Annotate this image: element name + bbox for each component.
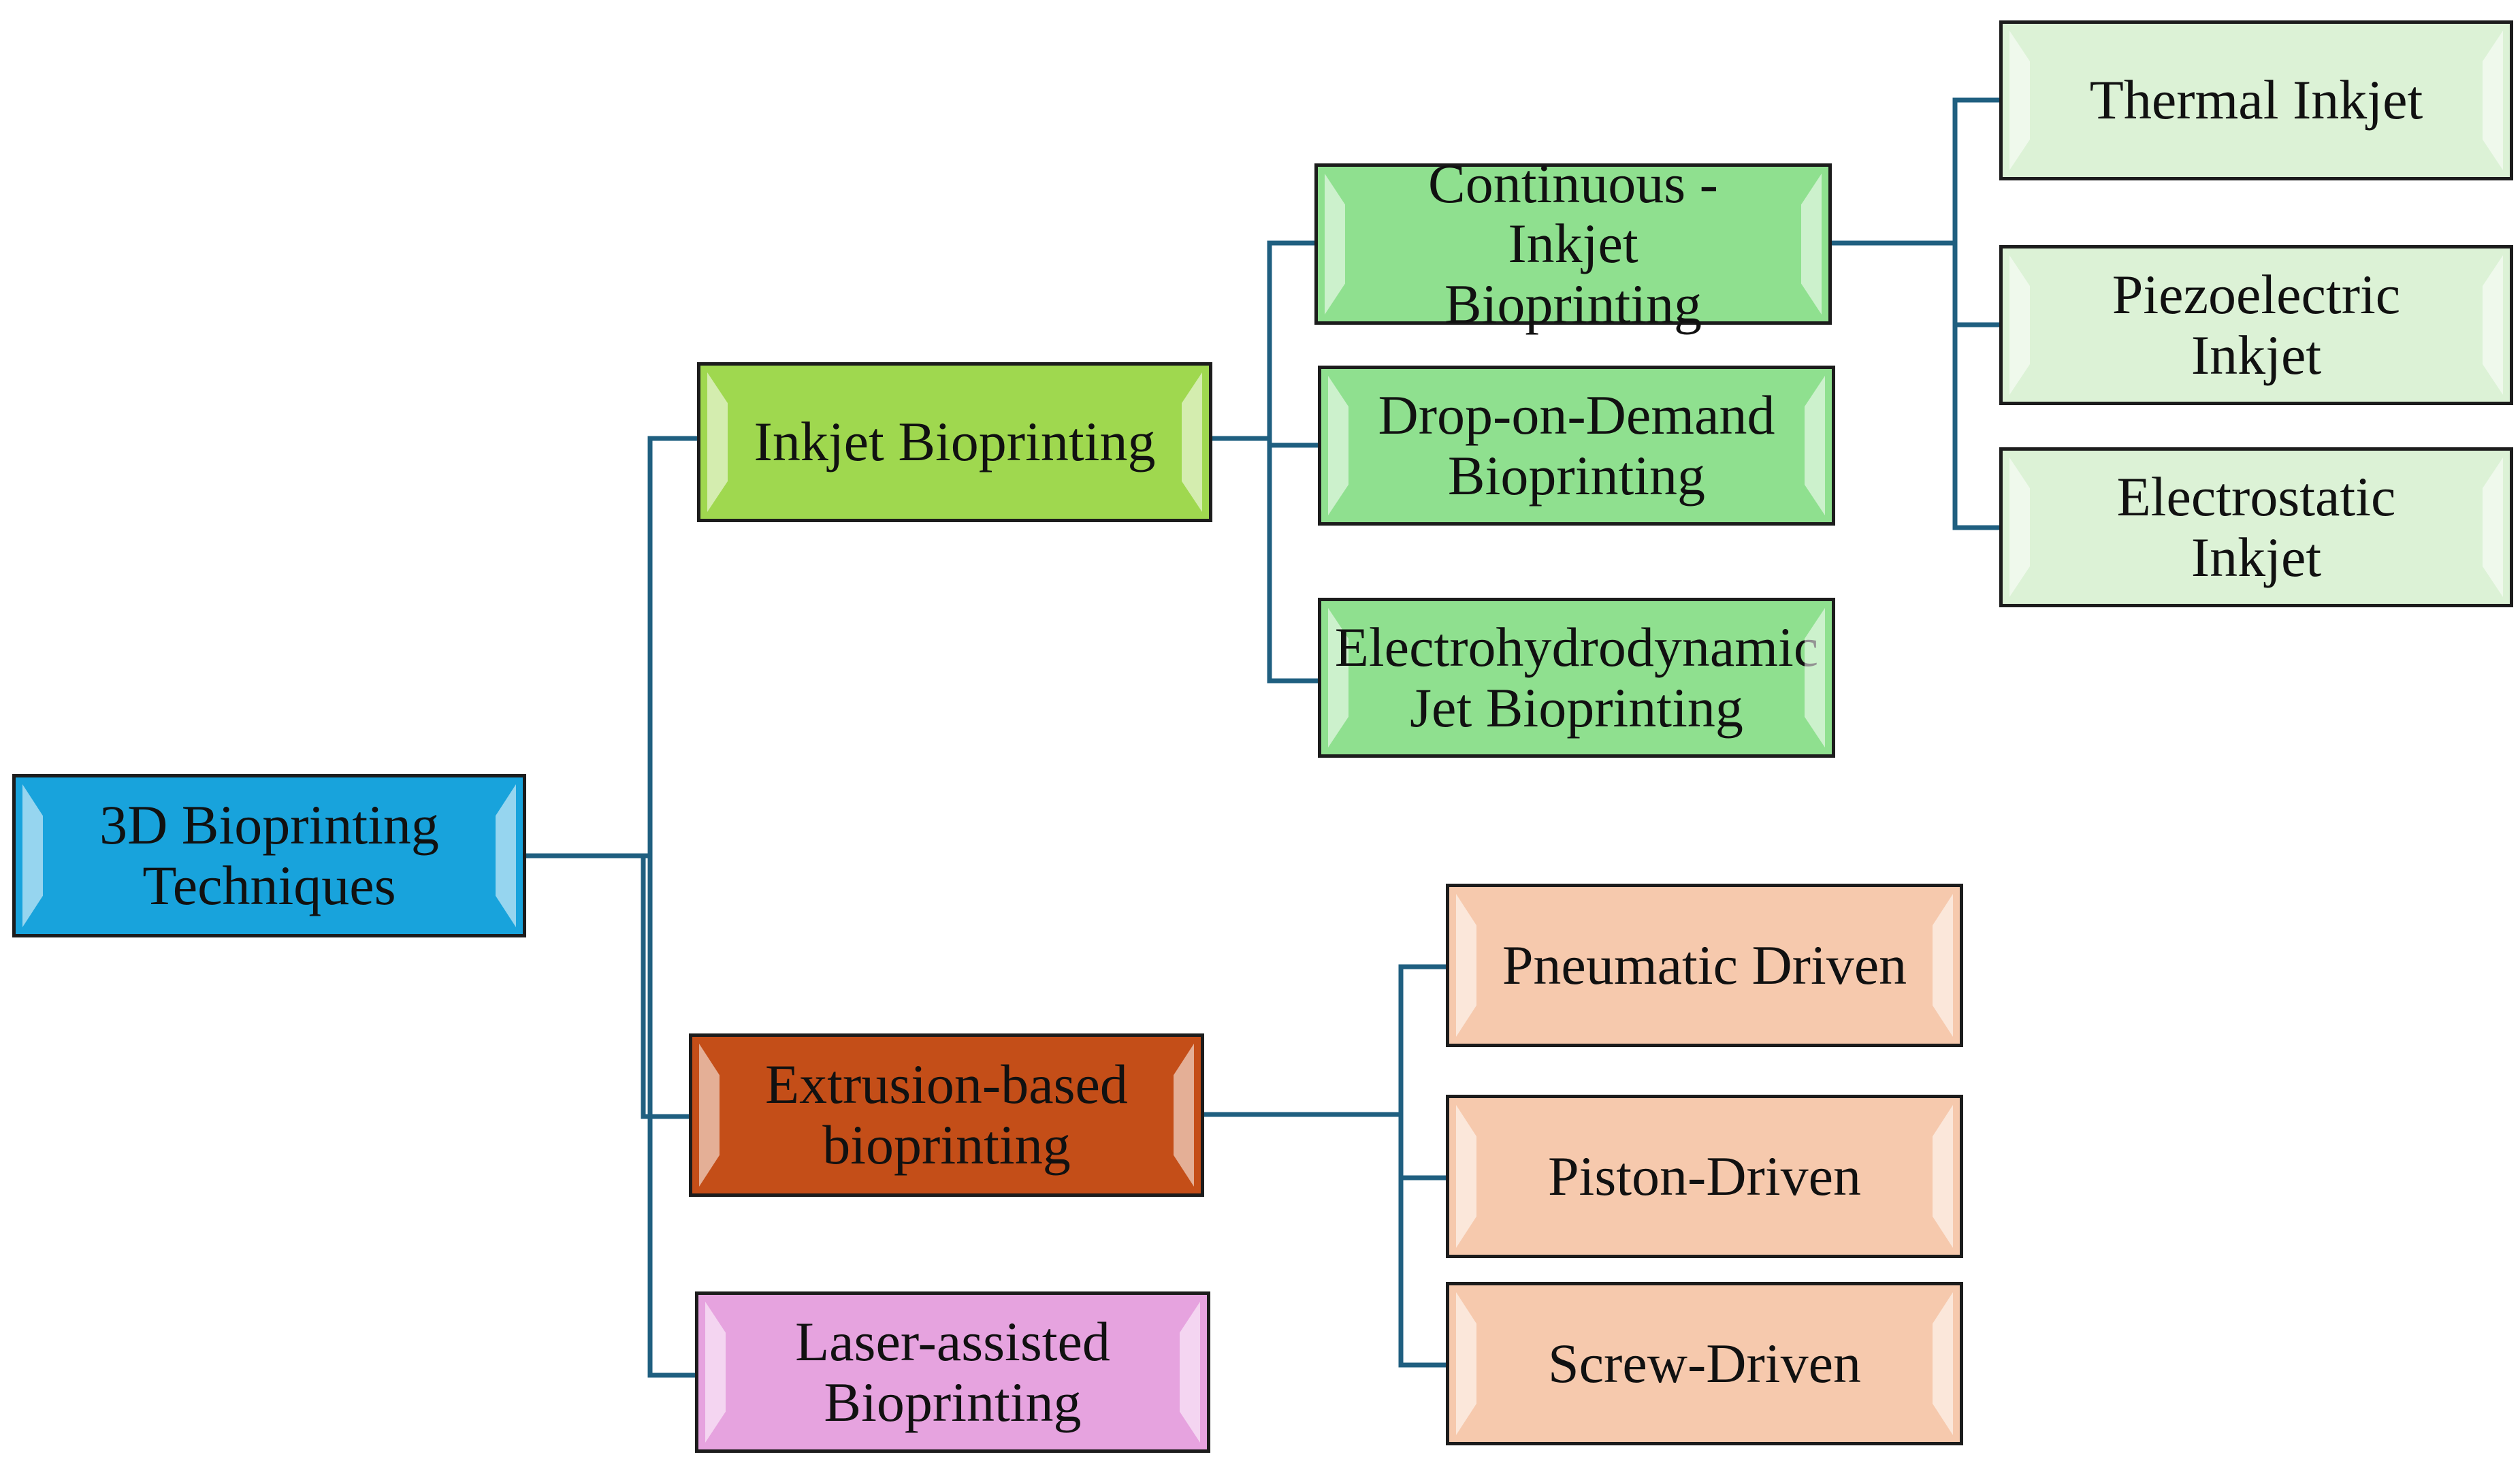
node-electrostatic-inkjet: Electrostatic Inkjet [1999,447,2513,607]
node-label: 3D Bioprinting Techniques [99,794,439,916]
connector-extrusion-to-piston [1398,1114,1448,1181]
node-label: Extrusion-based bioprinting [765,1053,1128,1176]
node-label: Pneumatic Driven [1502,933,1907,996]
node-screw-driven: Screw-Driven [1446,1282,1963,1445]
connector-root-to-laser [647,856,697,1378]
connector-inkjet-to-drop-on-demand [1267,438,1321,448]
node-label: Screw-Driven [1548,1332,1861,1394]
node-label: Piston-Driven [1547,1144,1862,1207]
connector-root-to-inkjet [647,436,699,856]
node-pneumatic-driven: Pneumatic Driven [1446,884,1963,1047]
connector-continuous-to-electrostatic [1952,243,2001,530]
node-3d-bioprinting-techniques: 3D Bioprinting Techniques [12,774,526,937]
node-continuous-inkjet-bioprinting: Continuous -Inkjet Bioprinting [1314,153,1832,334]
connector-inkjet-to-continuous [1267,240,1317,438]
node-label: Continuous -Inkjet Bioprinting [1428,152,1718,335]
node-piston-driven: Piston-Driven [1446,1095,1963,1258]
node-laser-assisted-bioprinting: Laser-assisted Bioprinting [695,1291,1210,1453]
node-label: Inkjet Bioprinting [754,411,1156,473]
node-drop-on-demand-bioprinting: Drop-on-Demand Bioprinting [1318,366,1835,526]
node-thermal-inkjet: Thermal Inkjet [1999,20,2513,180]
node-extrusion-based-bioprinting: Extrusion-based bioprinting [689,1033,1204,1197]
node-piezoelectric-inkjet: Piezoelectric Inkjet [1999,245,2513,405]
connector-extrusion-to-pneumatic [1398,964,1448,1114]
node-label: Electrostatic Inkjet [2116,465,2396,588]
node-label: Drop-on-Demand Bioprinting [1378,383,1775,507]
connector-inkjet-to-electrohydrodynamic [1267,438,1321,684]
node-label: Laser-assisted Bioprinting [795,1310,1110,1433]
node-label: Thermal Inkjet [2089,69,2423,131]
node-inkjet-bioprinting: Inkjet Bioprinting [697,362,1212,522]
connector-root-to-extrusion [641,856,691,1119]
node-electrohydrodynamic-jet-bioprinting: Electrohydrodynamic Jet Bioprinting [1318,598,1835,758]
connector-continuous-to-thermal [1952,97,2001,243]
node-label: Piezoelectric Inkjet [2112,263,2401,386]
node-label: Electrohydrodynamic Jet Bioprinting [1334,615,1819,739]
connector-continuous-to-piezoelectric [1952,243,2001,327]
connector-extrusion-to-screw [1398,1114,1448,1368]
